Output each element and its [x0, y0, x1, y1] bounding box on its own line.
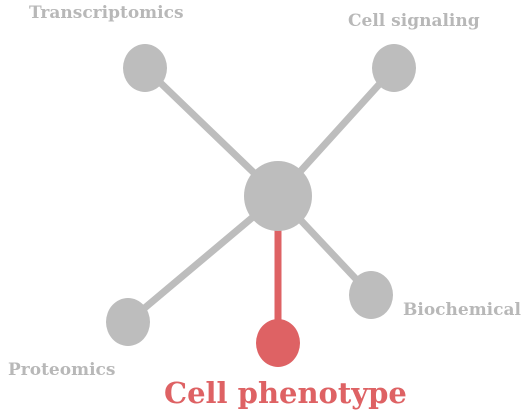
- node-cell-signaling: [372, 44, 416, 92]
- label-biochemical: Biochemical: [403, 300, 521, 320]
- label-proteomics: Proteomics: [8, 360, 116, 380]
- node-hub: [244, 161, 312, 231]
- node-proteomics: [106, 298, 150, 346]
- node-transcriptomics: [123, 44, 167, 92]
- label-transcriptomics: Transcriptomics: [29, 3, 184, 23]
- label-cell-phenotype: Cell phenotype: [164, 376, 407, 410]
- label-cell-signaling: Cell signaling: [348, 11, 480, 31]
- node-cell-phenotype: [256, 319, 300, 367]
- node-biochemical: [349, 271, 393, 319]
